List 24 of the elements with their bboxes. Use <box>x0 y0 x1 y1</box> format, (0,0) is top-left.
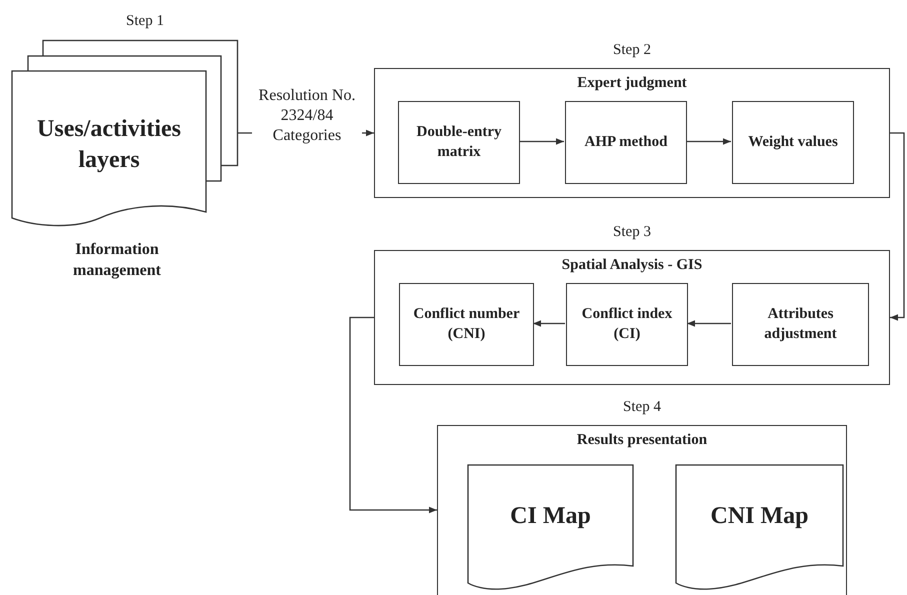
group-title: Results presentation <box>576 432 708 449</box>
stack-caption: Information management <box>72 240 162 281</box>
box-label: Weight values <box>747 132 839 152</box>
arrow <box>533 320 565 327</box>
step-label: Step 4 <box>622 399 662 416</box>
box-label: Conflict index (CI) <box>580 305 674 344</box>
box-label: Attributes adjustment <box>763 305 838 344</box>
arrow <box>519 138 564 145</box>
step-label: Step 1 <box>125 13 165 30</box>
arrow <box>687 320 731 327</box>
step-label: Step 3 <box>612 224 652 241</box>
arrow <box>349 316 437 514</box>
document-title: Uses/activities layers <box>36 115 182 176</box>
group-title: Expert judgment <box>576 75 688 92</box>
box-label: AHP method <box>584 132 668 152</box>
document-title: CI Map <box>509 502 592 531</box>
box-label: Conflict number (CNI) <box>412 305 521 344</box>
arrow <box>686 138 731 145</box>
group-title: Spatial Analysis - GIS <box>560 257 704 274</box>
document-title: CNI Map <box>709 502 810 531</box>
box-label: Double-entry matrix <box>416 123 502 162</box>
edge-label: Resolution No. 2324/84 Categories <box>252 86 362 146</box>
step-label: Step 2 <box>612 42 652 59</box>
arrow <box>890 132 905 321</box>
